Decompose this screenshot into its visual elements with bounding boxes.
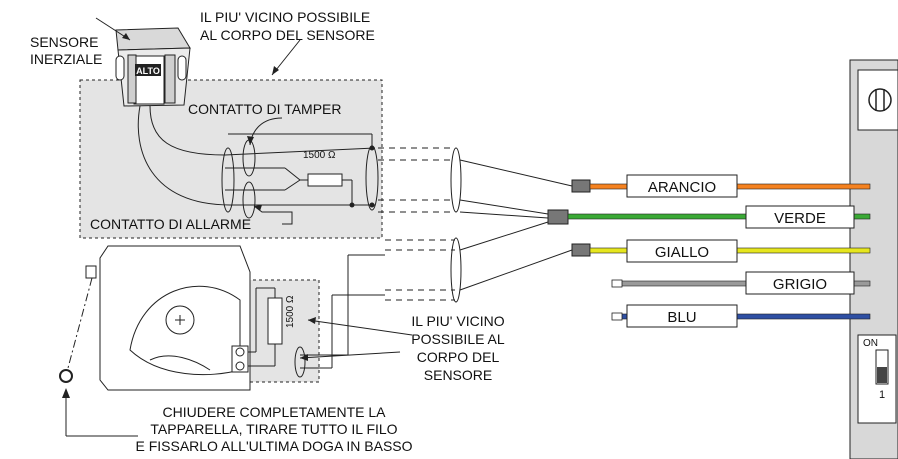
note-bottom-line4: SENSORE — [424, 367, 492, 383]
note-top-line2: AL CORPO DEL SENSORE — [200, 27, 375, 43]
tamper-contact-label: CONTATTO DI TAMPER — [188, 101, 342, 117]
note-bottom-line1: IL PIU' VICINO — [411, 313, 504, 329]
note-bottom-line2: POSSIBILE AL — [411, 331, 505, 347]
connector-yellow — [571, 243, 591, 257]
instruction-line3: E FISSARLO ALL'ULTIMA DOGA IN BASSO — [135, 438, 412, 454]
shutter-contact-icon — [99, 245, 283, 391]
dip-on-label: ON — [863, 338, 878, 349]
wire-label-verde: VERDE — [774, 210, 826, 227]
resistor-top-label: 1500 Ω — [303, 150, 336, 161]
alto-label: ALTO — [136, 66, 160, 76]
wire-label-grigio: GRIGIO — [773, 276, 827, 293]
wire-label-arancio: ARANCIO — [648, 179, 716, 196]
sensor-label-line2: INERZIALE — [30, 51, 102, 67]
connector-green — [547, 209, 569, 225]
dip-number-label: 1 — [879, 389, 885, 401]
sensor-label-line1: SENSORE — [30, 34, 98, 50]
screw-icon — [868, 88, 892, 112]
wire-label-giallo: GIALLO — [655, 244, 709, 261]
resistor-top — [307, 173, 343, 187]
wire-label-blu: BLU — [667, 309, 696, 326]
connector-orange — [571, 179, 591, 193]
cord-ring-icon — [59, 369, 73, 383]
alarm-contact-label: CONTATTO DI ALLARME — [90, 216, 251, 232]
instruction-line1: CHIUDERE COMPLETAMENTE LA — [163, 404, 387, 420]
note-bottom-line3: CORPO DEL — [417, 349, 500, 365]
resistor-area-box — [246, 279, 320, 383]
instruction-line2: TAPPARELLA, TIRARE TUTTO IL FILO — [150, 421, 397, 437]
wire-green — [567, 213, 871, 220]
note-top-line1: IL PIU' VICINO POSSIBILE — [200, 9, 370, 25]
inertial-sensor-icon: ALTO — [115, 27, 191, 107]
resistor-bottom-label: 1500 Ω — [285, 295, 296, 328]
